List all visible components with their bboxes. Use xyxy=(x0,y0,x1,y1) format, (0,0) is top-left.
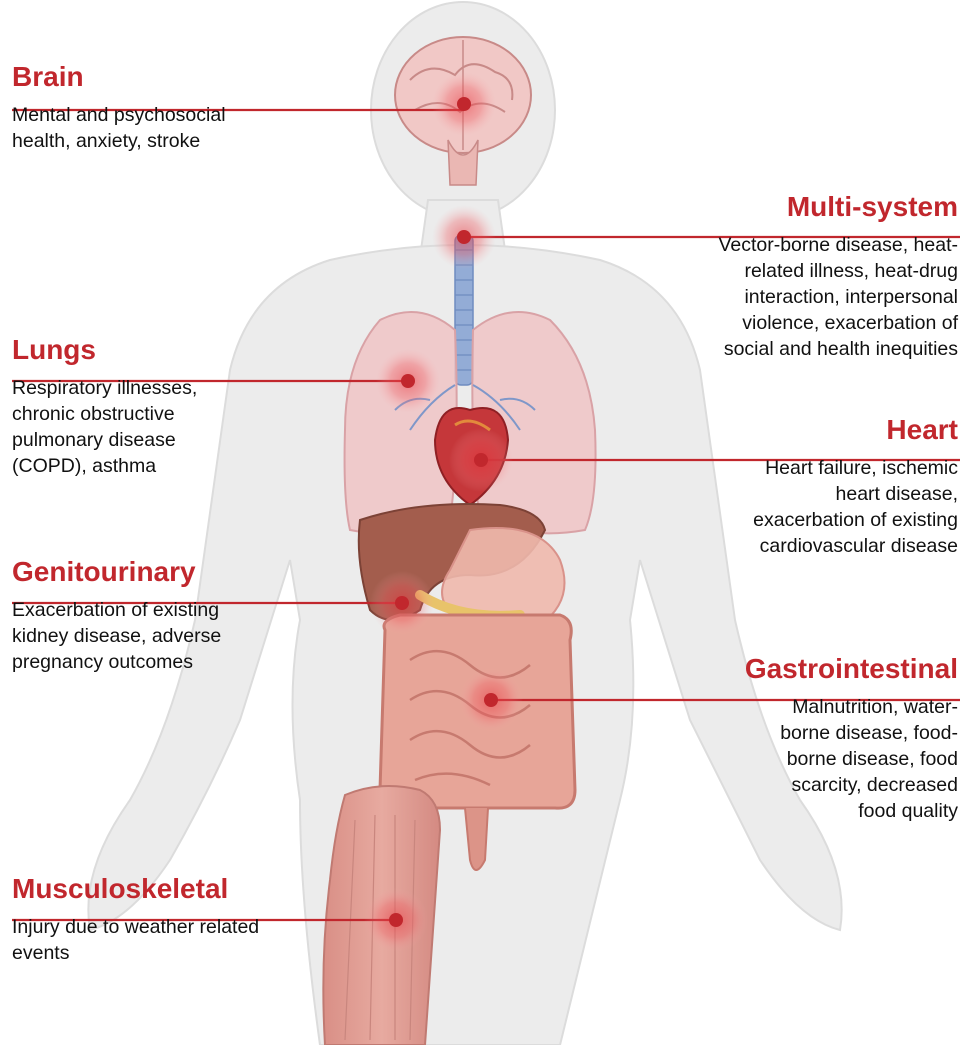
description-line: borne disease, food xyxy=(698,746,958,772)
description-line: Injury due to weather related xyxy=(12,914,332,940)
callout-title-gastrointestinal: Gastrointestinal xyxy=(698,652,958,686)
description-line: pulmonary disease xyxy=(12,427,312,453)
callout-title-multi-system: Multi-system xyxy=(638,190,958,224)
callout-heart: Heart Heart failure, ischemic heart dise… xyxy=(658,413,958,559)
description-line: social and health inequities xyxy=(638,336,958,362)
callout-description-heart: Heart failure, ischemic heart disease, e… xyxy=(658,455,958,559)
description-line: chronic obstructive xyxy=(12,401,312,427)
description-line: (COPD), asthma xyxy=(12,453,312,479)
description-line: Mental and psychosocial xyxy=(12,102,342,128)
description-line: related illness, heat-drug xyxy=(638,258,958,284)
musculoskeletal-hotspot xyxy=(364,888,428,952)
description-line: food quality xyxy=(698,798,958,824)
callout-musculoskeletal: Musculoskeletal Injury due to weather re… xyxy=(12,872,332,966)
callout-description-musculoskeletal: Injury due to weather related events xyxy=(12,914,332,966)
callout-description-multi-system: Vector-borne disease, heat- related illn… xyxy=(638,232,958,362)
heart-hotspot xyxy=(449,428,513,492)
description-line: Malnutrition, water- xyxy=(698,694,958,720)
callout-lungs: Lungs Respiratory illnesses, chronic obs… xyxy=(12,333,312,479)
callout-description-lungs: Respiratory illnesses, chronic obstructi… xyxy=(12,375,312,479)
callout-title-genitourinary: Genitourinary xyxy=(12,555,312,589)
description-line: borne disease, food- xyxy=(698,720,958,746)
callout-gastrointestinal: Gastrointestinal Malnutrition, water- bo… xyxy=(698,652,958,824)
brain-hotspot xyxy=(432,72,496,136)
description-line: kidney disease, adverse xyxy=(12,623,312,649)
description-line: health, anxiety, stroke xyxy=(12,128,342,154)
description-line: heart disease, xyxy=(658,481,958,507)
description-line: cardiovascular disease xyxy=(658,533,958,559)
description-line: interaction, interpersonal xyxy=(638,284,958,310)
callout-description-brain: Mental and psychosocial health, anxiety,… xyxy=(12,102,342,154)
description-line: events xyxy=(12,940,332,966)
description-line: Vector-borne disease, heat- xyxy=(638,232,958,258)
callout-title-musculoskeletal: Musculoskeletal xyxy=(12,872,332,906)
multi-system-hotspot xyxy=(432,205,496,269)
callout-brain: Brain Mental and psychosocial health, an… xyxy=(12,60,342,154)
callout-description-genitourinary: Exacerbation of existing kidney disease,… xyxy=(12,597,312,675)
callout-description-gastrointestinal: Malnutrition, water- borne disease, food… xyxy=(698,694,958,824)
description-line: Exacerbation of existing xyxy=(12,597,312,623)
callout-title-lungs: Lungs xyxy=(12,333,312,367)
description-line: exacerbation of existing xyxy=(658,507,958,533)
callout-title-brain: Brain xyxy=(12,60,342,94)
lungs-hotspot xyxy=(376,349,440,413)
description-line: Heart failure, ischemic xyxy=(658,455,958,481)
description-line: Respiratory illnesses, xyxy=(12,375,312,401)
genitourinary-hotspot xyxy=(370,571,434,635)
description-line: scarcity, decreased xyxy=(698,772,958,798)
callout-title-heart: Heart xyxy=(658,413,958,447)
callout-multi-system: Multi-system Vector-borne disease, heat-… xyxy=(638,190,958,362)
gastrointestinal-hotspot xyxy=(459,668,523,732)
description-line: pregnancy outcomes xyxy=(12,649,312,675)
callout-genitourinary: Genitourinary Exacerbation of existing k… xyxy=(12,555,312,675)
description-line: violence, exacerbation of xyxy=(638,310,958,336)
